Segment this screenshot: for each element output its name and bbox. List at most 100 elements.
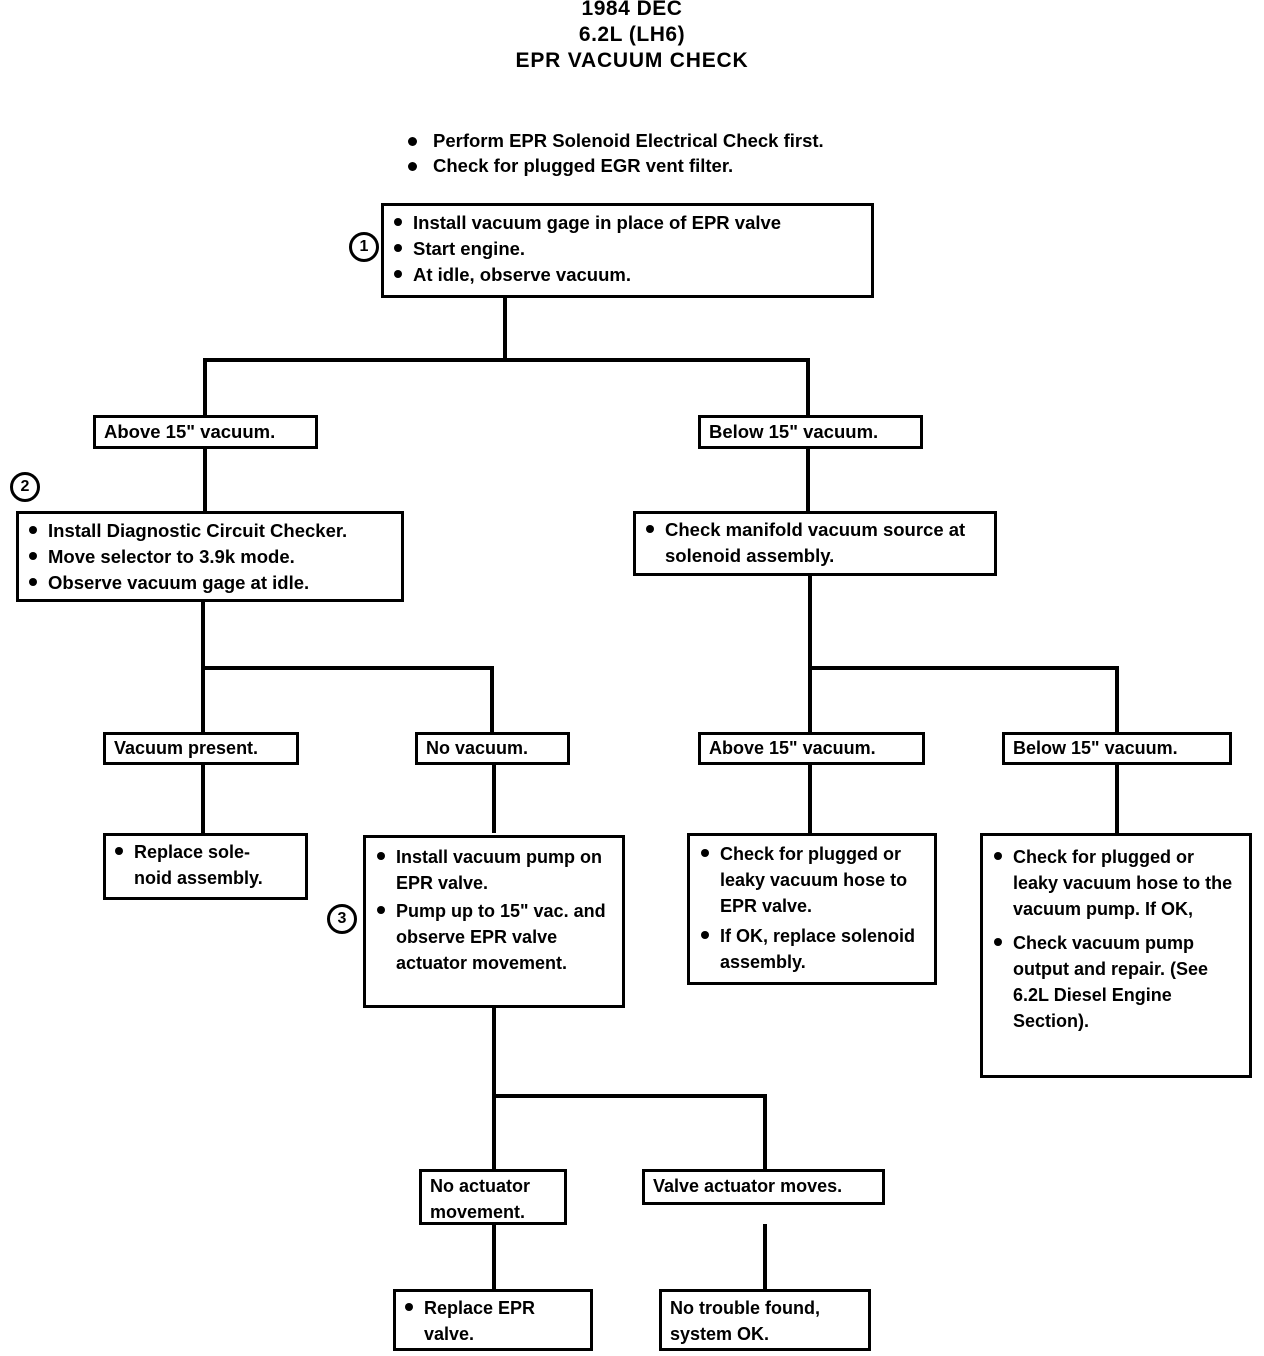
connector-to-no-actuator: [492, 1094, 496, 1171]
connector-bottom-split-bar: [492, 1094, 767, 1098]
step-marker-3: 3: [327, 904, 357, 934]
bullet-dot-icon: [408, 162, 417, 171]
node-bullet: Pump up to 15" vac. and observe EPR valv…: [374, 898, 614, 976]
bullet-dot-icon: [408, 137, 417, 146]
node-bullet-label: Observe vacuum gage at idle.: [48, 572, 310, 593]
node-bullet: Check vacuum pump output and repair. (Se…: [991, 930, 1241, 1034]
connector-to-vacuum-present: [201, 666, 205, 734]
node-label: No trouble found, system OK.: [670, 1298, 820, 1344]
connector-step2-split-bar: [201, 666, 494, 670]
bullet-dot-icon: [377, 906, 385, 914]
connector-manifold-down: [808, 575, 812, 670]
title-procedure: EPR VACUUM CHECK: [515, 49, 749, 72]
node-bullet-label: Install Diagnostic Circuit Checker.: [48, 520, 348, 541]
node-bullet: Install vacuum pump on EPR valve.: [374, 844, 614, 896]
connector-split-top: [203, 358, 810, 362]
connector-above15-mid-down: [808, 763, 812, 833]
node-check-manifold[interactable]: Check manifold vacuum source at solenoid…: [633, 511, 997, 576]
preamble-item: Perform EPR Solenoid Electrical Check fi…: [404, 128, 944, 153]
node-bullet: Check for plugged or leaky vacuum hose t…: [991, 844, 1241, 922]
bullet-dot-icon: [377, 852, 385, 860]
node-step3[interactable]: Install vacuum pump on EPR valve. Pump u…: [363, 835, 625, 1008]
bullet-dot-icon: [29, 552, 37, 560]
node-bullet-label: Replace sole- noid assembly.: [134, 842, 263, 888]
node-valve-actuator-moves[interactable]: Valve actuator moves.: [642, 1169, 885, 1205]
node-bullet: Install Diagnostic Circuit Checker.: [26, 518, 394, 544]
title-engine: 6.2L (LH6): [578, 23, 686, 46]
node-above-15-mid[interactable]: Above 15" vacuum.: [698, 732, 925, 765]
bullet-dot-icon: [701, 849, 709, 857]
node-check-hose-epr[interactable]: Check for plugged or leaky vacuum hose t…: [687, 833, 937, 985]
connector-step2-down: [201, 600, 205, 670]
node-bullet-label: At idle, observe vacuum.: [413, 264, 631, 285]
node-bullet-label: Check manifold vacuum source at solenoid…: [665, 519, 966, 566]
step-marker-1: 1: [349, 232, 379, 262]
connector-step1-down: [503, 298, 507, 361]
connector-to-above15-top: [203, 358, 207, 417]
bullet-dot-icon: [994, 938, 1002, 946]
connector-to-below15-top: [806, 358, 810, 417]
node-bullet-label: Replace EPR valve.: [424, 1298, 536, 1344]
bullet-dot-icon: [29, 526, 37, 534]
node-step1[interactable]: Install vacuum gage in place of EPR valv…: [381, 203, 874, 298]
node-bullet: Install vacuum gage in place of EPR valv…: [391, 210, 864, 236]
connector-below15-to-manifold: [806, 447, 810, 513]
node-label: No vacuum.: [426, 738, 529, 758]
node-bullet: Move selector to 3.9k mode.: [26, 544, 394, 570]
node-bullet: Replace EPR valve.: [402, 1295, 584, 1347]
node-bullet: Observe vacuum gage at idle.: [26, 570, 394, 596]
bullet-dot-icon: [115, 847, 123, 855]
node-label: Valve actuator moves.: [653, 1176, 843, 1196]
bullet-dot-icon: [646, 525, 654, 533]
node-no-trouble-found[interactable]: No trouble found, system OK.: [659, 1289, 871, 1351]
node-label: Above 15" vacuum.: [104, 421, 276, 442]
bullet-dot-icon: [29, 578, 37, 586]
bullet-dot-icon: [405, 1303, 413, 1311]
title-date: 1984 DEC: [581, 0, 683, 20]
node-bullet-label: Start engine.: [413, 238, 526, 259]
connector-below15-mid-down: [1115, 763, 1119, 833]
bullet-dot-icon: [701, 931, 709, 939]
connector-manifold-split-bar: [808, 666, 1119, 670]
connector-step3-down: [492, 1008, 496, 1098]
node-replace-epr-valve[interactable]: Replace EPR valve.: [393, 1289, 593, 1351]
node-bullet: Replace sole- noid assembly.: [112, 839, 299, 891]
node-bullet: At idle, observe vacuum.: [391, 262, 864, 288]
node-check-hose-pump[interactable]: Check for plugged or leaky vacuum hose t…: [980, 833, 1252, 1078]
node-above-15-top[interactable]: Above 15" vacuum.: [93, 415, 318, 449]
node-bullet: Check for plugged or leaky vacuum hose t…: [698, 841, 926, 919]
preamble-item: Check for plugged EGR vent filter.: [404, 153, 944, 178]
node-bullet: Check manifold vacuum source at solenoid…: [643, 517, 987, 569]
node-replace-solenoid[interactable]: Replace sole- noid assembly.: [103, 833, 308, 900]
node-bullet-label: If OK, replace solenoid assembly.: [720, 926, 916, 972]
bullet-dot-icon: [394, 218, 402, 226]
preamble-item-label: Check for plugged EGR vent filter.: [433, 155, 734, 176]
connector-to-above15-mid: [808, 666, 812, 734]
node-bullet: If OK, replace solenoid assembly.: [698, 923, 926, 975]
node-label: Above 15" vacuum.: [709, 738, 876, 758]
node-no-actuator-movement[interactable]: No actuator movement.: [419, 1169, 567, 1225]
node-vacuum-present[interactable]: Vacuum present.: [103, 732, 299, 765]
node-label: Below 15" vacuum.: [1013, 738, 1178, 758]
node-step2[interactable]: Install Diagnostic Circuit Checker. Move…: [16, 511, 404, 602]
bullet-dot-icon: [994, 852, 1002, 860]
node-below-15-mid[interactable]: Below 15" vacuum.: [1002, 732, 1232, 765]
node-below-15-top[interactable]: Below 15" vacuum.: [698, 415, 923, 449]
node-bullet-label: Move selector to 3.9k mode.: [48, 546, 295, 567]
node-bullet: Start engine.: [391, 236, 864, 262]
node-label: Below 15" vacuum.: [709, 421, 879, 442]
preamble-item-label: Perform EPR Solenoid Electrical Check fi…: [433, 130, 824, 151]
node-bullet-label: Check vacuum pump output and repair. (Se…: [1013, 933, 1209, 1031]
connector-to-valve-moves: [763, 1094, 767, 1171]
bullet-dot-icon: [394, 244, 402, 252]
connector-to-no-vacuum: [490, 666, 494, 734]
node-bullet-label: Install vacuum pump on EPR valve.: [396, 847, 603, 893]
connector-to-below15-mid: [1115, 666, 1119, 734]
step-marker-2: 2: [10, 472, 40, 502]
connector-valve-moves-down: [763, 1224, 767, 1290]
node-no-vacuum[interactable]: No vacuum.: [415, 732, 570, 765]
node-label: Vacuum present.: [114, 738, 259, 758]
connector-no-actuator-down: [492, 1224, 496, 1290]
bullet-dot-icon: [394, 270, 402, 278]
